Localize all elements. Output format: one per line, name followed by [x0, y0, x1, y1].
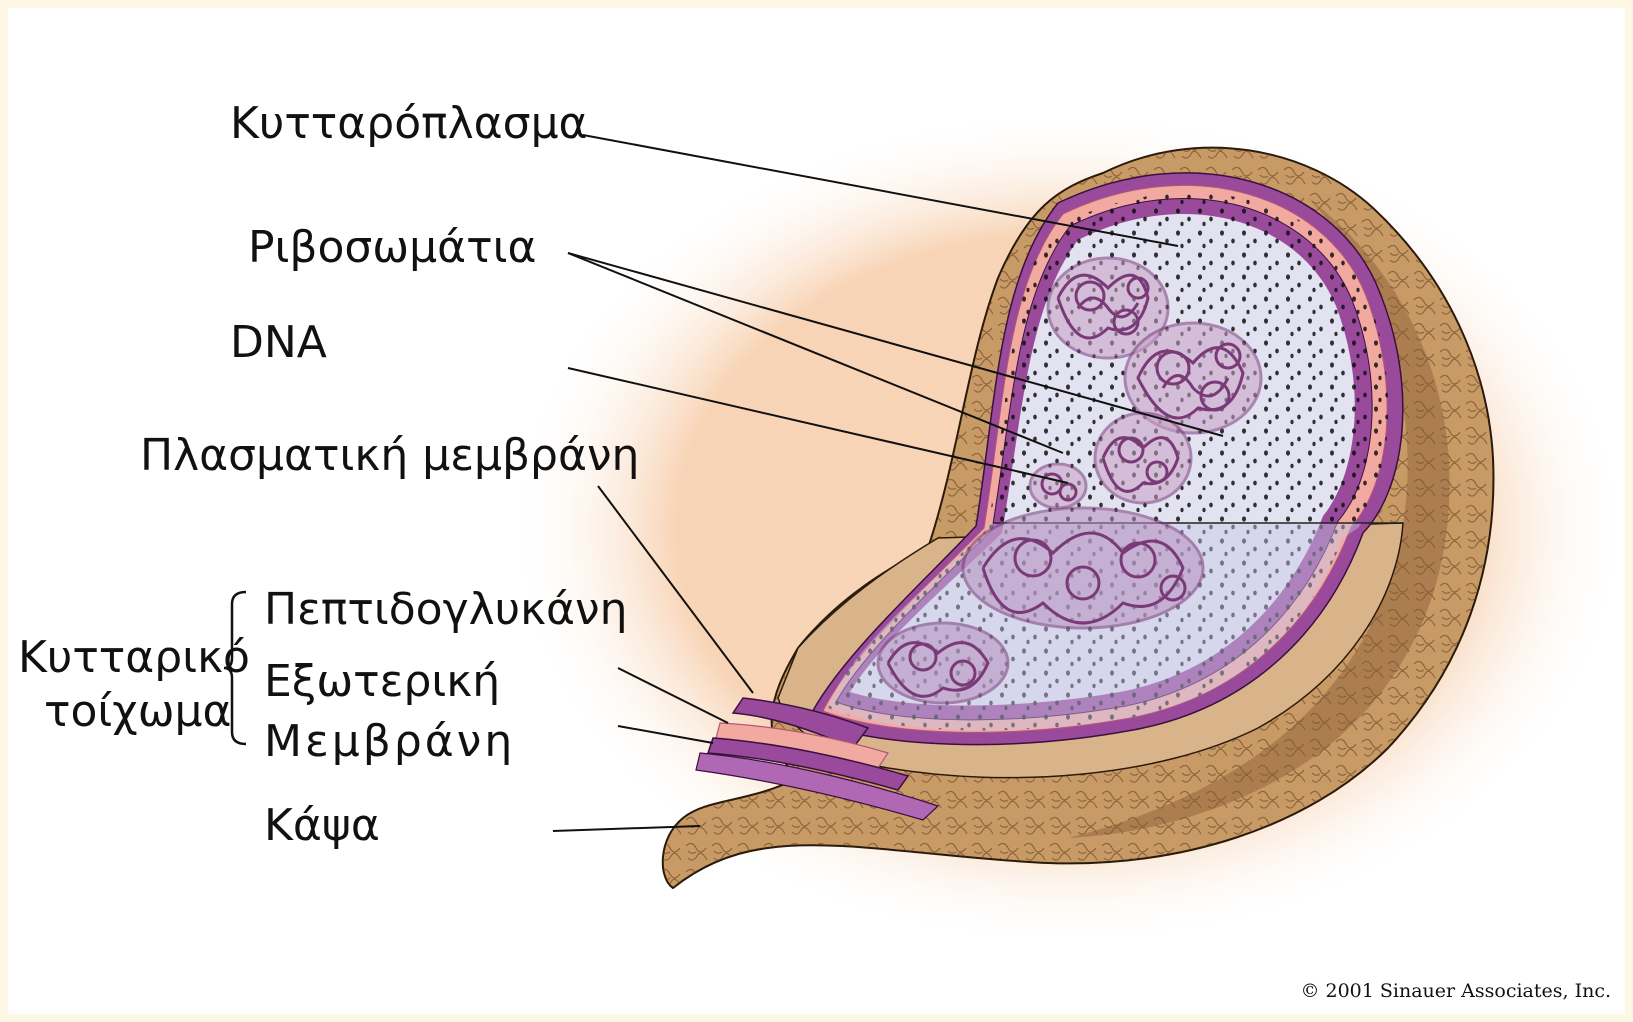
- label-peptidoglycan: Πεπτιδογλυκάνη: [264, 588, 628, 632]
- copyright-notice: © 2001 Sinauer Associates, Inc.: [1300, 980, 1611, 1002]
- bacterium-illustration: [8, 8, 1625, 1014]
- label-dna: DNA: [230, 321, 327, 365]
- label-ribosomes: Ριβοσωμάτια: [248, 226, 537, 270]
- label-cell-wall-line2: τοίχωμα: [44, 690, 232, 734]
- label-plasma-membrane: Πλασματική μεμβράνη: [140, 434, 639, 478]
- label-membrane: Μεμβράνη: [264, 720, 515, 764]
- label-capsule: Κάψα: [264, 804, 380, 848]
- label-cytoplasm: Κυτταρόπλασμα: [230, 102, 588, 146]
- label-cell-wall-line1: Κυτταρικό: [18, 636, 250, 680]
- diagram-frame: Κυτταρόπλασμα Ριβοσωμάτια DNA Πλασματική…: [8, 8, 1625, 1014]
- label-outer: Εξωτερική: [264, 660, 500, 704]
- cell-wall-bracket: [222, 588, 252, 748]
